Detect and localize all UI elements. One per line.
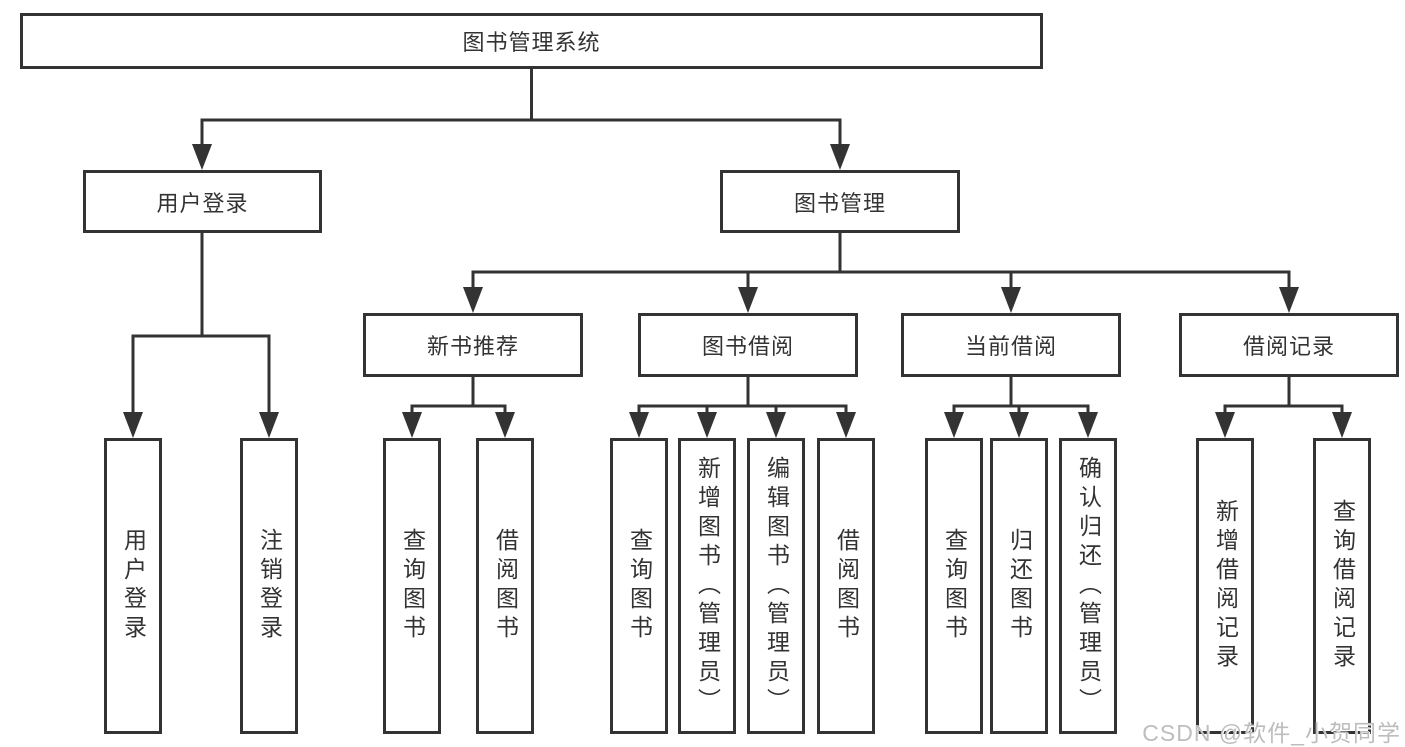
arrowheads — [123, 144, 1352, 438]
leaf-borrow-book: 借阅图书 — [817, 438, 875, 734]
node-book-borrow: 图书借阅 — [638, 313, 858, 377]
node-library-management-system: 图书管理系统 — [20, 13, 1043, 69]
leaf-edit-book-admin: 编辑图书（管理员） — [747, 438, 805, 734]
leaf-add-book-admin: 新增图书（管理员） — [678, 438, 736, 734]
leaf-user-login: 用户登录 — [104, 438, 162, 734]
node-user-login: 用户登录 — [83, 170, 322, 233]
leaf-query-book-borrow: 查询图书 — [610, 438, 668, 734]
leaf-return-book: 归还图书 — [990, 438, 1048, 734]
leaf-query-book-current: 查询图书 — [925, 438, 983, 734]
watermark: CSDN @软件_小贺同学 — [1142, 720, 1401, 746]
leaf-add-borrow-record: 新增借阅记录 — [1196, 438, 1254, 734]
leaf-confirm-return-admin: 确认归还（管理员） — [1059, 438, 1117, 734]
node-book-management: 图书管理 — [720, 170, 960, 233]
leaf-query-book-recommend: 查询图书 — [383, 438, 441, 734]
node-new-book-recommend: 新书推荐 — [363, 313, 583, 377]
leaf-query-borrow-record: 查询借阅记录 — [1313, 438, 1371, 734]
leaf-borrow-book-recommend: 借阅图书 — [476, 438, 534, 734]
node-current-borrow: 当前借阅 — [901, 313, 1121, 377]
node-borrow-record: 借阅记录 — [1179, 313, 1399, 377]
leaf-logout-login: 注销登录 — [240, 438, 298, 734]
